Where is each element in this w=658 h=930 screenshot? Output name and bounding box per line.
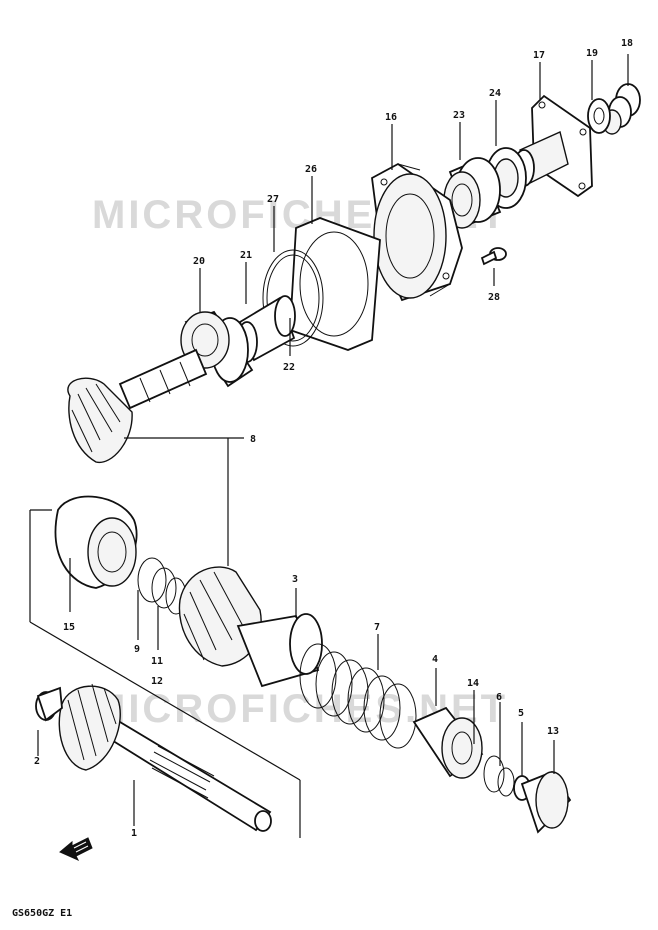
label-3: 3 bbox=[292, 574, 298, 585]
label-18: 18 bbox=[621, 38, 633, 49]
label-28: 28 bbox=[488, 292, 500, 303]
label-20: 20 bbox=[193, 256, 205, 267]
label-5: 5 bbox=[518, 708, 524, 719]
label-23: 23 bbox=[453, 110, 465, 121]
label-19: 19 bbox=[586, 48, 598, 59]
label-7: 7 bbox=[374, 622, 380, 633]
leader-lines bbox=[29, 54, 629, 838]
part-7-spring bbox=[299, 643, 417, 749]
label-27: 27 bbox=[267, 194, 279, 205]
part-9-shim bbox=[137, 557, 187, 615]
label-17: 17 bbox=[533, 50, 545, 61]
part-13-cap bbox=[520, 770, 572, 834]
label-4: 4 bbox=[432, 654, 438, 665]
part-14-circlip bbox=[483, 755, 505, 793]
front-arrow-icon bbox=[59, 837, 93, 862]
part-3-cam bbox=[236, 613, 323, 688]
part-28-bolt bbox=[480, 247, 507, 266]
label-26: 26 bbox=[305, 164, 317, 175]
diagram-code: GS650GZ E1 bbox=[12, 908, 72, 919]
label-12: 12 bbox=[151, 676, 163, 687]
label-14: 14 bbox=[467, 678, 479, 689]
part-1-shaft bbox=[58, 683, 272, 832]
label-2: 2 bbox=[34, 756, 40, 767]
part-6-washer bbox=[497, 767, 515, 797]
part-23-bearing bbox=[443, 157, 502, 229]
part-16-case bbox=[371, 162, 463, 302]
label-6: 6 bbox=[496, 692, 502, 703]
label-24: 24 bbox=[489, 88, 501, 99]
label-8: 8 bbox=[250, 434, 256, 445]
part-27-o-ring bbox=[262, 249, 324, 347]
part-15-bearing bbox=[54, 495, 138, 589]
label-13: 13 bbox=[547, 726, 559, 737]
label-1: 1 bbox=[131, 828, 137, 839]
label-21: 21 bbox=[240, 250, 252, 261]
label-15: 15 bbox=[63, 622, 75, 633]
part-26-gasket bbox=[289, 217, 381, 351]
label-16: 16 bbox=[385, 112, 397, 123]
part-19-washer bbox=[587, 98, 611, 134]
part-4-bearing bbox=[412, 706, 484, 779]
part-8-drive-pinion bbox=[67, 348, 208, 463]
label-22: 22 bbox=[283, 362, 295, 373]
part-2-spacer bbox=[35, 686, 63, 722]
label-11: 11 bbox=[151, 656, 163, 667]
label-9: 9 bbox=[134, 644, 140, 655]
part-17-coupling bbox=[513, 94, 593, 198]
